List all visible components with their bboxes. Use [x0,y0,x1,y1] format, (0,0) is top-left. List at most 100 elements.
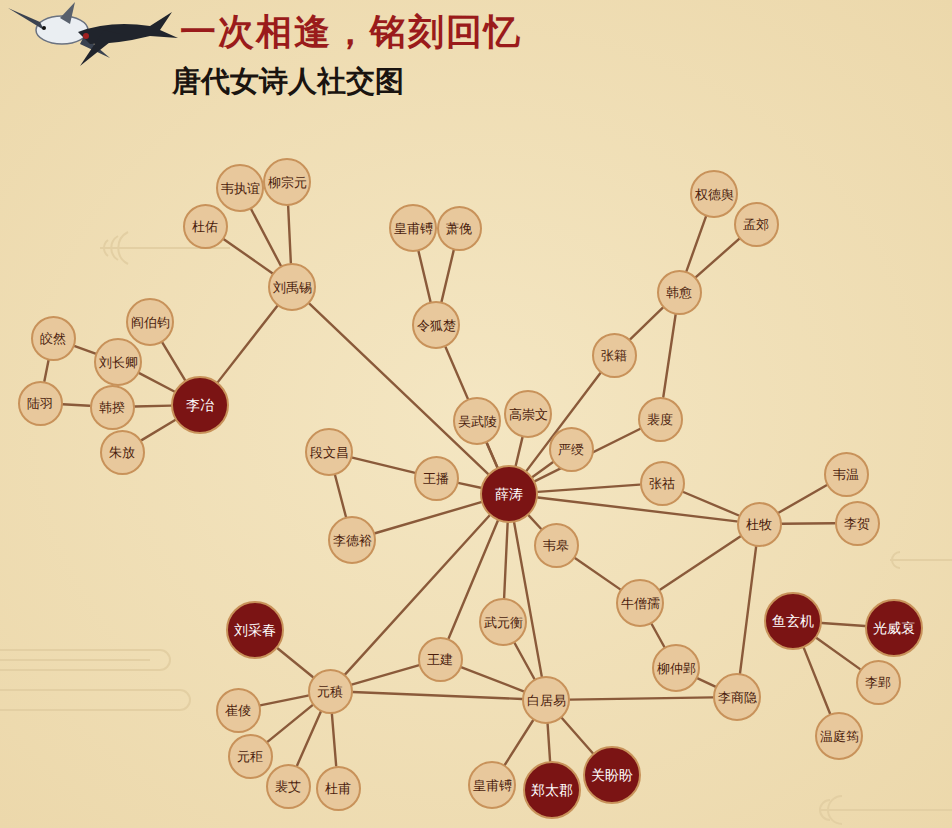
relation-line [62,404,89,406]
poet-circle: 张祜 [640,461,685,506]
relation-line [683,492,739,515]
poet-name: 王播 [423,472,449,485]
poet-circle: 裴度 [638,397,683,442]
relation-line [375,502,481,533]
relation-line [822,623,865,626]
poet-circle: 韩揆 [90,385,135,430]
relation-line [505,720,533,764]
relation-line [458,483,481,488]
relation-line [630,308,663,340]
poet-name: 刘长卿 [99,356,138,369]
poet-name: 关盼盼 [591,768,633,782]
poet-name: 裴度 [647,413,673,426]
relation-line [260,696,308,706]
poet-circle: 皎然 [31,316,76,361]
relation-line [288,206,291,263]
relation-line [139,373,174,391]
poetess-circle: 刘采春 [226,601,284,659]
poet-name: 温庭筠 [820,730,859,743]
poet-name: 韩揆 [99,401,125,414]
poet-name: 薛涛 [495,487,523,501]
poet-name: 王建 [427,653,453,666]
poetess-circle: 光威裒 [865,599,923,657]
poetess-circle: 李冶 [171,376,229,434]
poet-name: 朱放 [109,446,135,459]
poet-circle: 韦皋 [534,523,579,568]
poet-circle: 皇甫镈 [389,204,437,252]
poet-name: 韦执谊 [221,182,260,195]
poet-circle: 韩愈 [657,270,702,315]
title: 一次相逢，铭刻回忆 [180,8,522,57]
relation-line [461,667,524,691]
relation-line [352,692,522,699]
relation-line [652,624,665,647]
poet-circle: 孟郊 [734,202,779,247]
poet-name: 鱼玄机 [772,614,814,628]
poet-name: 刘采春 [234,623,276,637]
relation-line [162,343,185,381]
poet-name: 皎然 [40,332,66,345]
poet-circle: 令狐楚 [412,301,460,349]
poet-circle: 李贺 [835,501,880,546]
poet-name: 裴艾 [275,780,301,793]
poet-circle: 萧俛 [437,206,482,251]
relation-line [781,522,834,525]
relation-line [218,306,277,382]
poet-circle: 杜牧 [737,502,782,547]
relation-line [740,546,756,673]
relation-line [529,515,541,528]
poet-circle: 崔倰 [216,688,261,733]
poetess-circle: 关盼盼 [583,746,641,804]
relation-line [663,314,675,396]
poet-circle: 柳宗元 [263,158,311,206]
poet-circle: 段文昌 [305,428,353,476]
poet-name: 段文昌 [310,446,349,459]
relation-line [687,217,706,271]
relation-line [352,458,414,473]
relation-line [442,250,454,302]
cloud-ornament [0,232,952,824]
relation-line [332,713,336,765]
relation-line [504,523,508,598]
poet-name: 李郢 [865,676,891,689]
poet-name: 杜牧 [746,518,772,531]
relation-line [309,304,488,474]
poet-name: 陆羽 [27,397,53,410]
poet-circle: 李商隐 [713,673,761,721]
poet-circle: 陆羽 [18,381,63,426]
poet-circle: 武元衡 [479,598,527,646]
poet-name: 白居易 [527,694,566,707]
subtitle: 唐代女诗人社交图 [172,62,404,102]
poet-name: 李德裕 [333,534,372,547]
poet-circle: 严绶 [549,427,594,472]
poet-circle: 裴艾 [266,764,311,809]
relation-line [698,678,716,686]
relation-line [335,475,346,517]
relation-line [487,443,498,467]
poet-circle: 杜甫 [316,766,361,811]
poet-circle: 元稹 [308,669,353,714]
poet-name: 郑太郡 [531,783,573,797]
poet-name: 元秬 [237,750,263,763]
relation-line [575,558,621,590]
poet-name: 孟郊 [743,218,769,231]
relation-line [44,360,48,381]
poet-circle: 权德舆 [690,170,738,218]
relation-line [419,251,431,301]
poet-circle: 牛僧孺 [616,579,664,627]
swallow-illustration [8,2,178,66]
poet-circle: 阎伯钧 [126,298,174,346]
poet-circle: 高崇文 [504,390,552,438]
relation-line [804,648,830,714]
relation-line [515,643,535,679]
relation-line [570,697,713,699]
relation-line [696,239,739,277]
poet-name: 阎伯钧 [131,316,170,329]
poet-circle: 韦温 [824,452,869,497]
poet-name: 杜甫 [325,782,351,795]
poet-name: 杜佑 [192,220,218,233]
poet-name: 韩愈 [666,286,692,299]
poet-circle: 李郢 [856,660,901,705]
poet-circle: 张籍 [592,333,637,378]
poet-circle: 吴武陵 [453,397,501,445]
